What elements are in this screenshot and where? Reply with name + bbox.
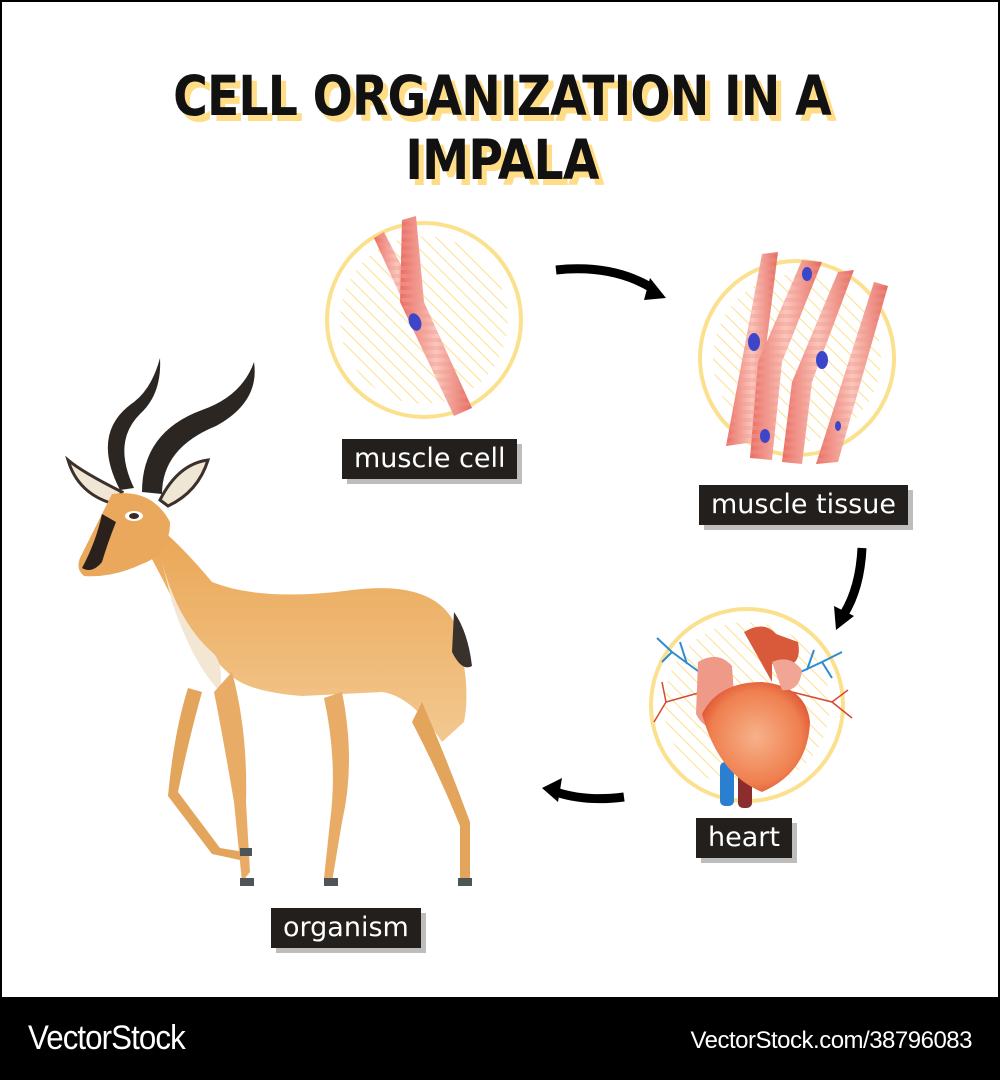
label-muscle-cell: muscle cell xyxy=(342,439,518,479)
heart-icon xyxy=(649,607,853,808)
arrow-cell-to-tissue-icon xyxy=(555,264,666,300)
watermark-footer: VectorStock VectorStock.com/38796083 xyxy=(0,997,1000,1080)
brand-logo: VectorStock xyxy=(28,1019,186,1057)
label-organism: organism xyxy=(271,908,421,948)
label-muscle-tissue: muscle tissue xyxy=(699,485,908,525)
impala-icon xyxy=(65,358,472,886)
label-heart: heart xyxy=(696,818,792,858)
diagram-title: CELL ORGANIZATION IN A IMPALA xyxy=(173,64,832,192)
arrow-heart-to-organism-icon xyxy=(542,778,625,804)
stock-id: VectorStock.com/38796083 xyxy=(690,1027,972,1054)
muscle-cell-icon xyxy=(325,216,523,419)
arrow-tissue-to-heart-icon xyxy=(834,547,867,630)
diagram-artwork xyxy=(65,216,896,886)
diagram-canvas: CELL ORGANIZATION IN A IMPALA xyxy=(2,2,998,997)
muscle-tissue-icon xyxy=(698,252,896,464)
